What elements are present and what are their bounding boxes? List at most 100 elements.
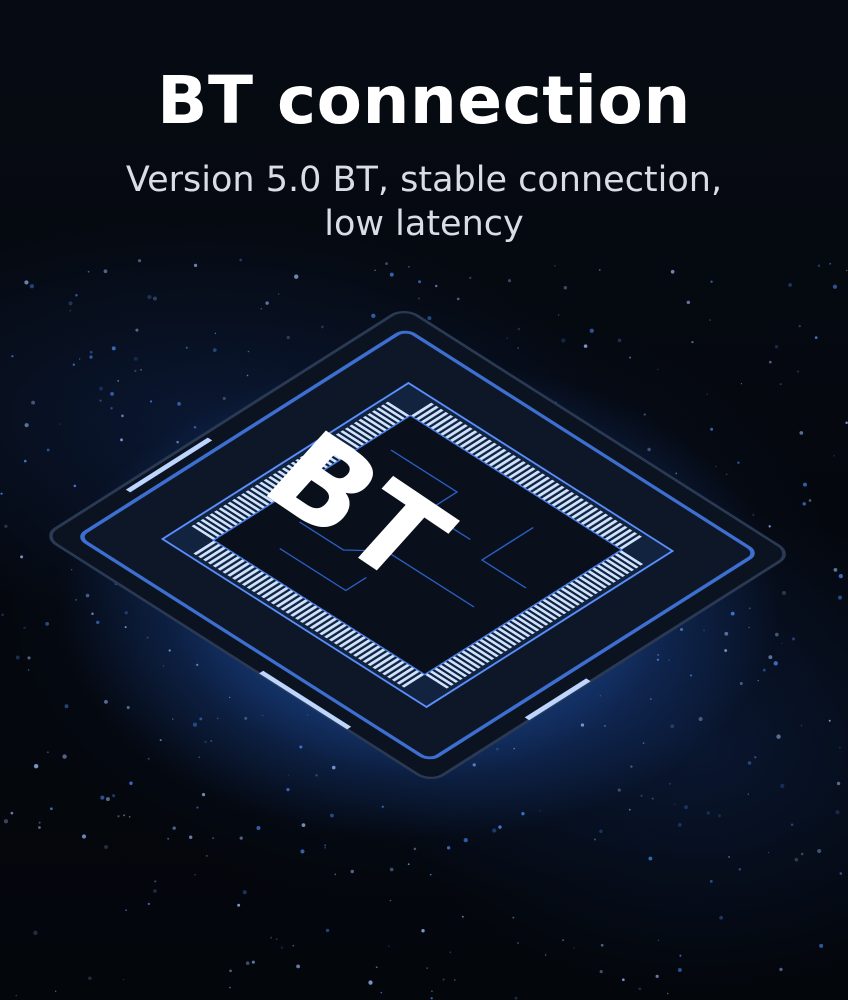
circuit-dot (677, 968, 682, 973)
circuit-dot (563, 285, 568, 290)
circuit-dot (188, 835, 193, 839)
circuit-dot (599, 970, 603, 974)
circuit-dot (246, 374, 249, 377)
circuit-dot (1, 613, 4, 617)
circuit-dot (33, 930, 38, 936)
circuit-dot (239, 258, 242, 262)
circuit-dot (808, 499, 812, 502)
circuit-dot (371, 313, 376, 318)
circuit-dot (185, 346, 188, 349)
circuit-dot (407, 863, 410, 866)
circuit-dot (206, 855, 208, 857)
circuit-dot (140, 369, 142, 371)
circuit-dot (296, 964, 301, 969)
circuit-dot (421, 929, 425, 933)
circuit-dot (446, 846, 451, 850)
circuit-dot (11, 355, 14, 358)
circuit-dot (413, 847, 417, 851)
circuit-dot (88, 976, 92, 981)
circuit-dot (562, 939, 564, 941)
circuit-dot (648, 856, 653, 861)
circuit-dot (747, 793, 749, 795)
circuit-dot (389, 899, 392, 902)
circuit-dot (817, 264, 821, 268)
circuit-dot (201, 792, 206, 797)
circuit-dot (838, 573, 843, 579)
circuit-dot (110, 406, 113, 410)
circuit-dot (454, 979, 456, 981)
circuit-dot (59, 423, 62, 425)
circuit-dot (193, 263, 198, 267)
chip-pins-bottom (193, 540, 425, 688)
circuit-dot (229, 969, 232, 973)
circuit-dot (256, 826, 261, 831)
circuit-dot (117, 380, 119, 382)
circuit-dot (773, 661, 778, 666)
circuit-dot (375, 966, 378, 969)
circuit-dot (62, 754, 67, 759)
circuit-dot (799, 431, 804, 435)
subtitle: Version 5.0 BT, stable connection, low l… (0, 158, 848, 246)
circuit-dot (554, 265, 556, 267)
circuit-dot (544, 954, 547, 956)
circuit-dot (122, 978, 125, 981)
circuit-dot (583, 344, 588, 348)
circuit-dot (507, 279, 512, 283)
circuit-dot (686, 300, 691, 305)
circuit-dot (846, 269, 848, 272)
circuit-dot (27, 669, 30, 671)
circuit-dot (112, 794, 116, 798)
circuit-dot (839, 746, 841, 749)
circuit-dot (388, 945, 390, 947)
circuit-dot (152, 296, 157, 301)
subtitle-line-2: low latency (324, 204, 524, 244)
circuit-dot (135, 328, 139, 332)
circuit-dot (655, 974, 659, 978)
circuit-dot (408, 266, 410, 268)
chip-pins-right (424, 549, 644, 689)
circuit-dot (111, 346, 116, 351)
circuit-dot (374, 269, 376, 271)
circuit-dot (833, 567, 838, 572)
circuit-dot (292, 945, 294, 947)
circuit-dot (768, 525, 771, 528)
circuit-dot (738, 868, 742, 871)
circuit-dot (247, 350, 250, 353)
circuit-dot (638, 987, 642, 991)
circuit-dot (350, 869, 354, 874)
circuit-dot (24, 423, 29, 428)
circuit-dot (81, 834, 87, 839)
circuit-dot (558, 314, 560, 316)
circuit-dot (55, 990, 57, 992)
circuit-dot (710, 280, 713, 283)
circuit-dot (740, 383, 743, 385)
circuit-dot (50, 807, 53, 811)
circuit-dot (845, 421, 848, 425)
circuit-dot (147, 294, 152, 300)
circuit-dot (31, 400, 36, 405)
circuit-dot (100, 795, 105, 800)
circuit-dot (389, 272, 394, 277)
circuit-dot (599, 829, 603, 834)
circuit-dot (802, 482, 807, 487)
circuit-dot (512, 916, 515, 919)
circuit-dot (449, 951, 451, 953)
circuit-dot (137, 259, 142, 263)
circuit-dot (573, 946, 575, 949)
chip-pins-top (410, 402, 643, 550)
circuit-dot (10, 811, 14, 815)
circuit-dot (683, 805, 689, 810)
circuit-dot (147, 757, 150, 760)
circuit-dot (133, 356, 138, 361)
circuit-dot (767, 851, 770, 854)
circuit-dot (239, 836, 243, 840)
circuit-dot (617, 338, 622, 343)
circuit-dot (229, 986, 231, 989)
circuit-dot (594, 838, 596, 841)
circuit-dot (134, 369, 137, 372)
circuit-dot (38, 826, 41, 829)
circuit-dot (27, 656, 31, 660)
circuit-dot (99, 399, 102, 402)
circuit-dot (628, 808, 631, 811)
